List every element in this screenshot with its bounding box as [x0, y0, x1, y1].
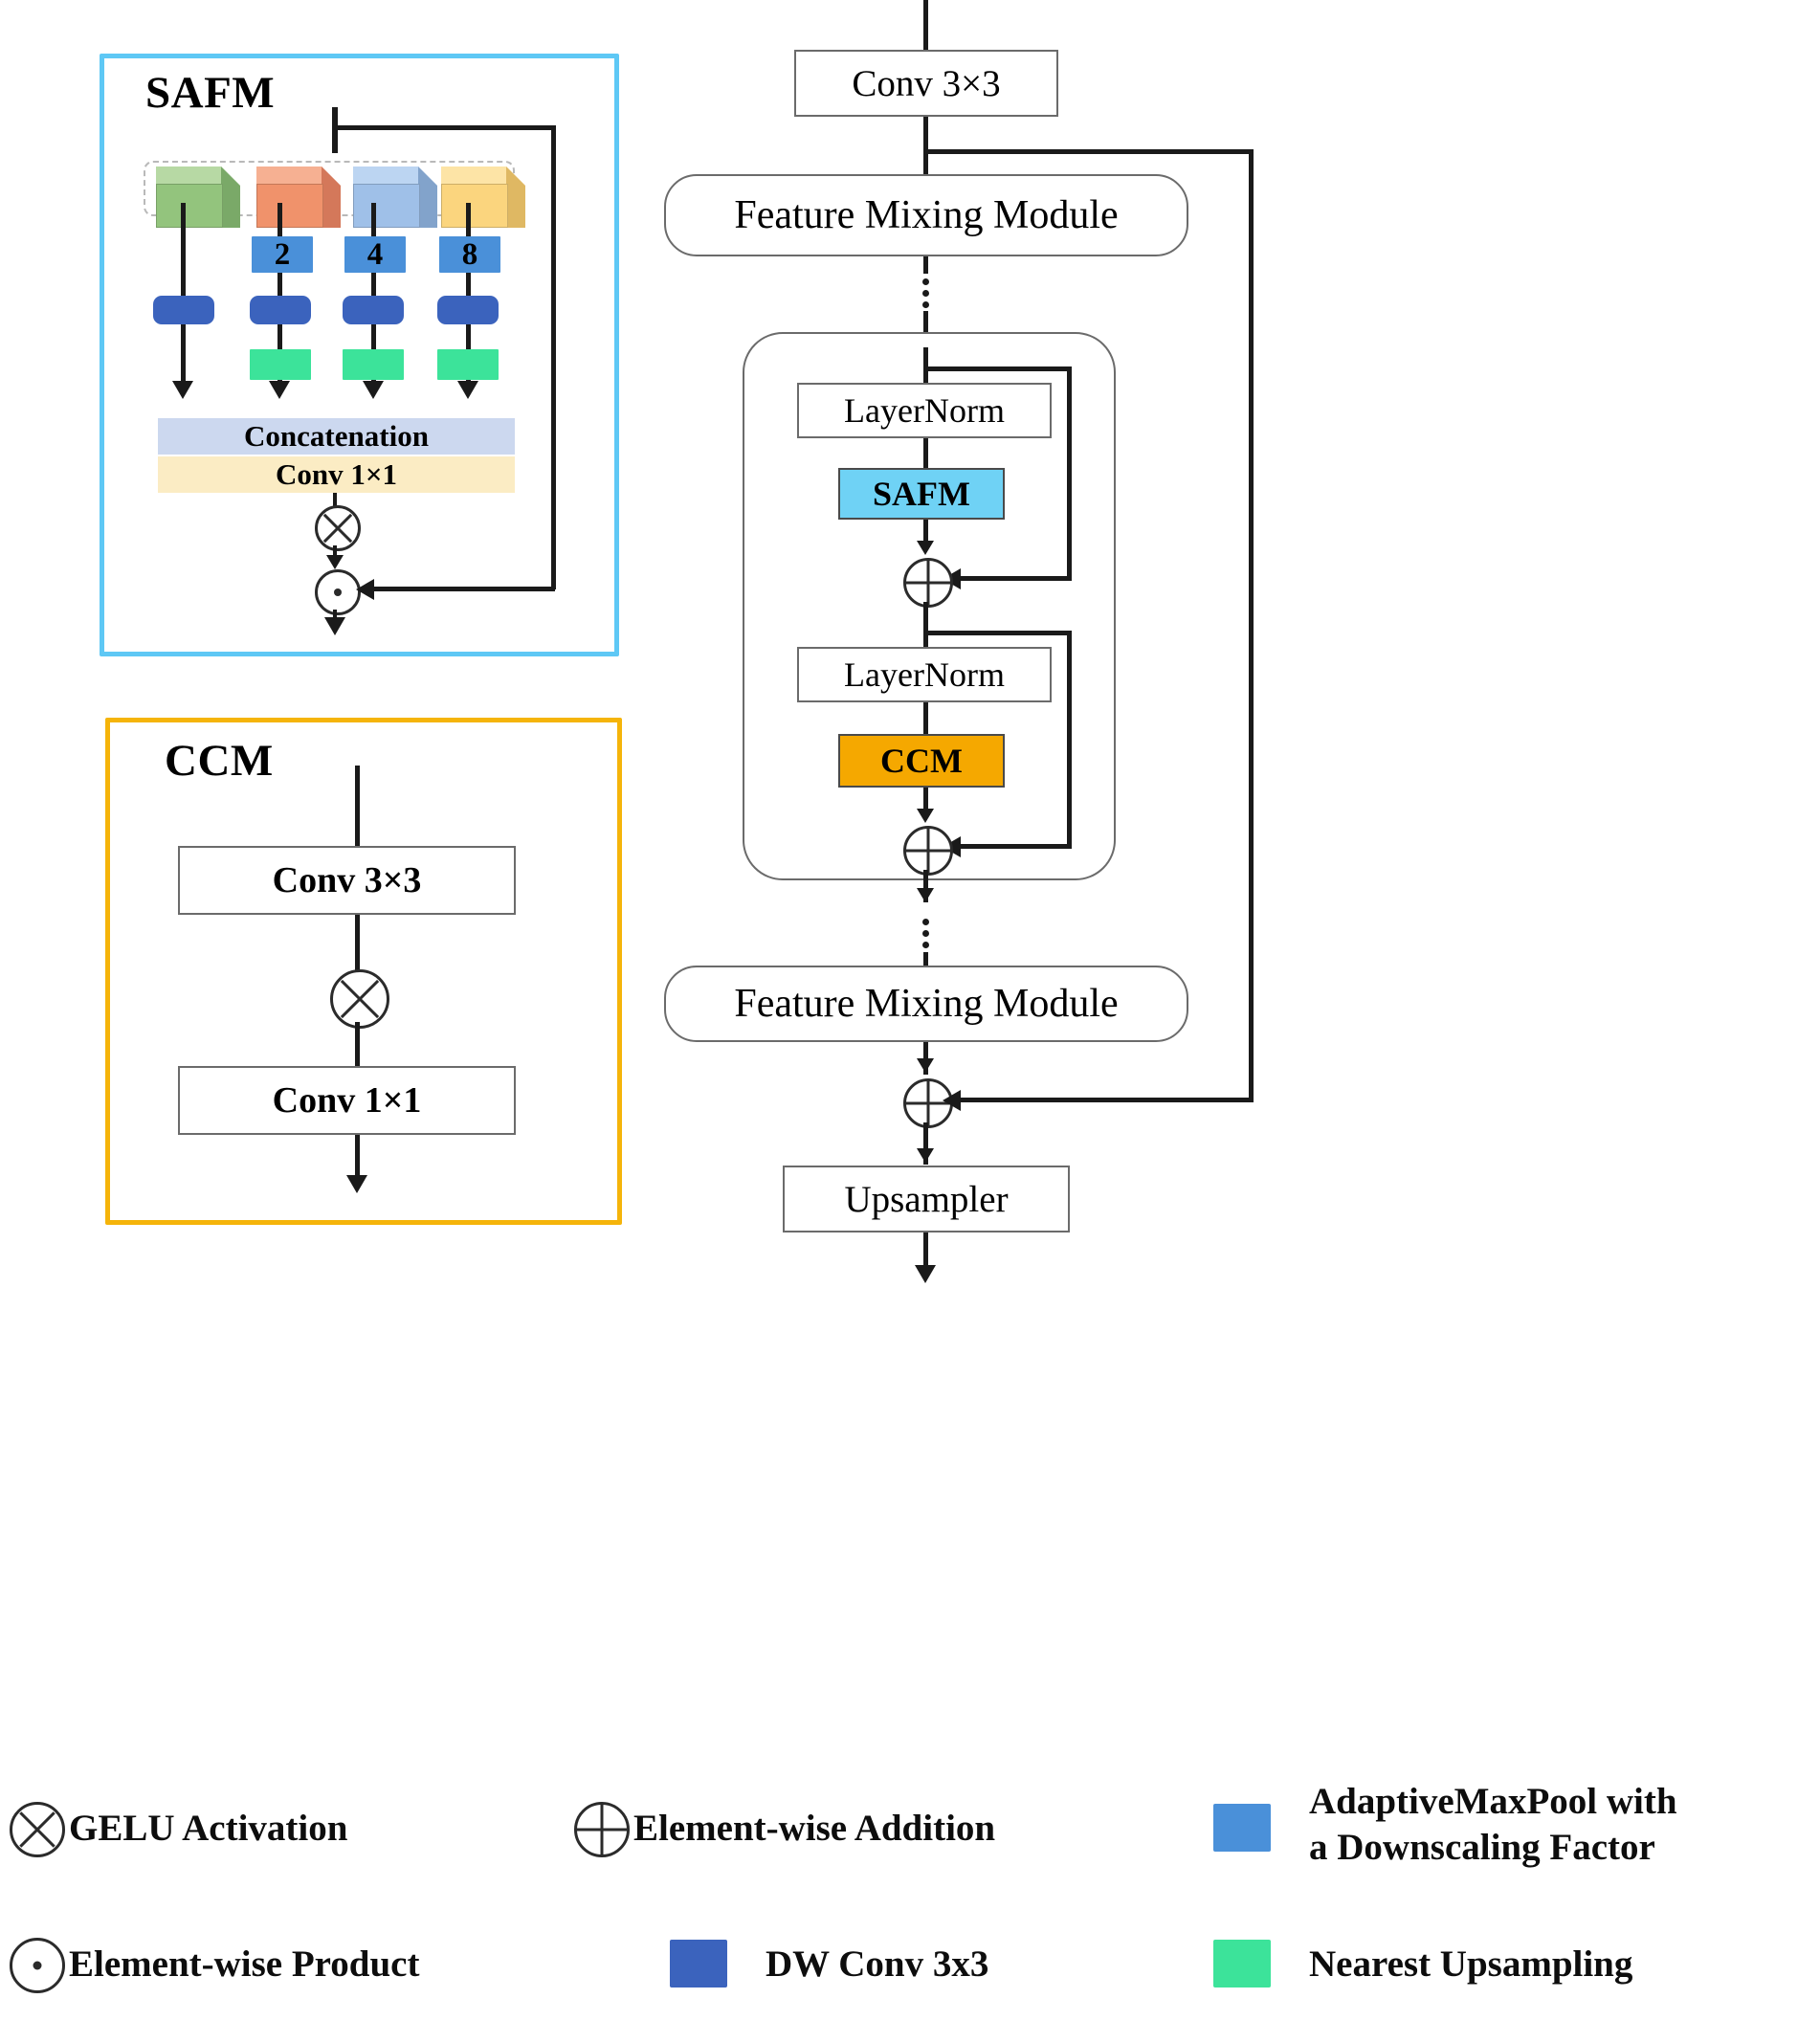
legend-product-icon [10, 1938, 65, 1993]
residual2-top-line [923, 631, 1072, 635]
legend-adaptivemaxpool-label-line2: a Downscaling Factor [1309, 1827, 1655, 1868]
residual1-into-add-line [957, 576, 1072, 581]
legend-upsampling-swatch [1213, 1940, 1271, 1987]
safm-lane3-arrow [363, 381, 384, 399]
layernorm-box-2: LayerNorm [797, 647, 1052, 702]
add-global-to-upsampler-arrow [917, 1148, 934, 1163]
pipeline-output-arrow [915, 1265, 936, 1283]
pipeline-ccm-box: CCM [838, 734, 1005, 788]
add-global-to-upsampler-line [923, 1122, 928, 1165]
safm-skip-right-vertical [551, 125, 556, 589]
safm-concatenation-bar: Concatenation [158, 418, 515, 455]
safm-skip-arrow [356, 579, 374, 600]
fmm-top-out-line [923, 256, 928, 274]
global-skip-right-vertical [1249, 149, 1254, 1099]
layernorm-box-1: LayerNorm [797, 383, 1052, 438]
global-skip-top-line [923, 149, 1254, 154]
legend-adaptivemaxpool-swatch [1213, 1804, 1271, 1852]
safm-to-add-arrow [917, 541, 934, 555]
safm-lane3-dwconv [343, 296, 404, 324]
ccm-module-title: CCM [165, 736, 274, 786]
feature-cube-green [156, 165, 242, 228]
residual2-into-add-line [957, 844, 1072, 849]
feature-mixing-block-group [743, 332, 1116, 880]
block-output-line [923, 870, 928, 902]
safm-skip-into-product-line [373, 587, 555, 591]
feature-cube-orange [256, 165, 343, 228]
ellipsis-bottom-to-fmm-line [923, 952, 928, 967]
ln2-to-ccm-line [923, 702, 928, 735]
safm-lane2-pool: 2 [252, 236, 313, 273]
safm-module-title: SAFM [145, 68, 276, 118]
feature-cube-yellow [441, 165, 527, 228]
safm-lane1-arrow [172, 381, 193, 399]
residual2-right-vertical [1067, 631, 1072, 847]
global-skip-into-add-line [957, 1098, 1254, 1102]
legend-dwconv-label: DW Conv 3x3 [766, 1943, 989, 1985]
residual1-right-vertical [1067, 366, 1072, 579]
add1-out-line [923, 602, 928, 655]
ccm-output-arrow [346, 1175, 367, 1193]
block-output-arrow [917, 888, 934, 902]
safm-lane2-upsample [250, 349, 311, 380]
ellipsis-top-to-block-line [923, 311, 928, 332]
pipeline-safm-box: SAFM [838, 468, 1005, 520]
ccm-to-add-line [923, 788, 928, 818]
pipeline-conv3x3-box: Conv 3×3 [794, 50, 1058, 117]
safm-product-icon [315, 569, 361, 615]
feature-mixing-module-bottom: Feature Mixing Module [664, 966, 1188, 1042]
safm-to-add-line [923, 520, 928, 550]
ccm-gelu-icon [330, 969, 389, 1029]
safm-skip-tee-vertical [332, 107, 338, 153]
safm-output-arrow [324, 617, 345, 635]
safm-gelu-to-product-line [333, 545, 337, 561]
ln1-to-safm-line [923, 438, 928, 469]
legend-upsampling-label: Nearest Upsampling [1309, 1943, 1633, 1985]
legend-addition-label: Element-wise Addition [633, 1808, 996, 1849]
upsampler-box: Upsampler [783, 1166, 1070, 1232]
safm-lane2-dwconv [250, 296, 311, 324]
ccm-conv1x1-box: Conv 1×1 [178, 1066, 516, 1135]
pipeline-input-line [923, 0, 928, 50]
ccm-conv3x3-box: Conv 3×3 [178, 846, 516, 915]
legend-dwconv-swatch [670, 1940, 727, 1987]
pipeline-conv33-out-line [923, 117, 928, 174]
ccm-input-line [355, 766, 360, 847]
ccm-conv33-to-gelu-line [355, 915, 360, 974]
safm-conv-to-gelu-line [333, 493, 337, 512]
safm-lane1-dwconv [153, 296, 214, 324]
pipeline-ellipsis-top [922, 274, 929, 313]
safm-lane4-upsample [437, 349, 499, 380]
ccm-output-line [355, 1135, 360, 1187]
feature-cube-blue [353, 165, 439, 228]
ccm-gelu-to-conv11-line [355, 1022, 360, 1068]
pipeline-output-line [923, 1232, 928, 1277]
safm-lane2-arrow [269, 381, 290, 399]
feature-mixing-module-top: Feature Mixing Module [664, 174, 1188, 256]
legend-product-label: Element-wise Product [69, 1943, 420, 1985]
fmm-bottom-out-arrow [917, 1058, 934, 1073]
safm-skip-top-line [332, 125, 556, 130]
pipeline-ellipsis-bottom [922, 914, 929, 953]
pipeline-add-icon-1 [903, 558, 953, 608]
legend-adaptivemaxpool-label-line1: AdaptiveMaxPool with [1309, 1781, 1677, 1822]
safm-lane4-pool: 8 [439, 236, 500, 273]
ccm-to-add-arrow [917, 809, 934, 823]
residual1-top-line [923, 366, 1072, 371]
safm-lane4-dwconv [437, 296, 499, 324]
safm-gelu-icon [315, 505, 361, 551]
safm-lane3-upsample [343, 349, 404, 380]
legend-gelu-icon [10, 1802, 65, 1857]
safm-gelu-to-product-arrow [326, 555, 344, 569]
legend-addition-icon [574, 1802, 630, 1857]
pipeline-add-icon-2 [903, 826, 953, 876]
safm-conv1x1-bar: Conv 1×1 [158, 456, 515, 493]
safm-lane4-arrow [457, 381, 478, 399]
legend-gelu-label: GELU Activation [69, 1808, 348, 1849]
safm-lane3-pool: 4 [344, 236, 406, 273]
global-skip-arrow [943, 1090, 961, 1111]
